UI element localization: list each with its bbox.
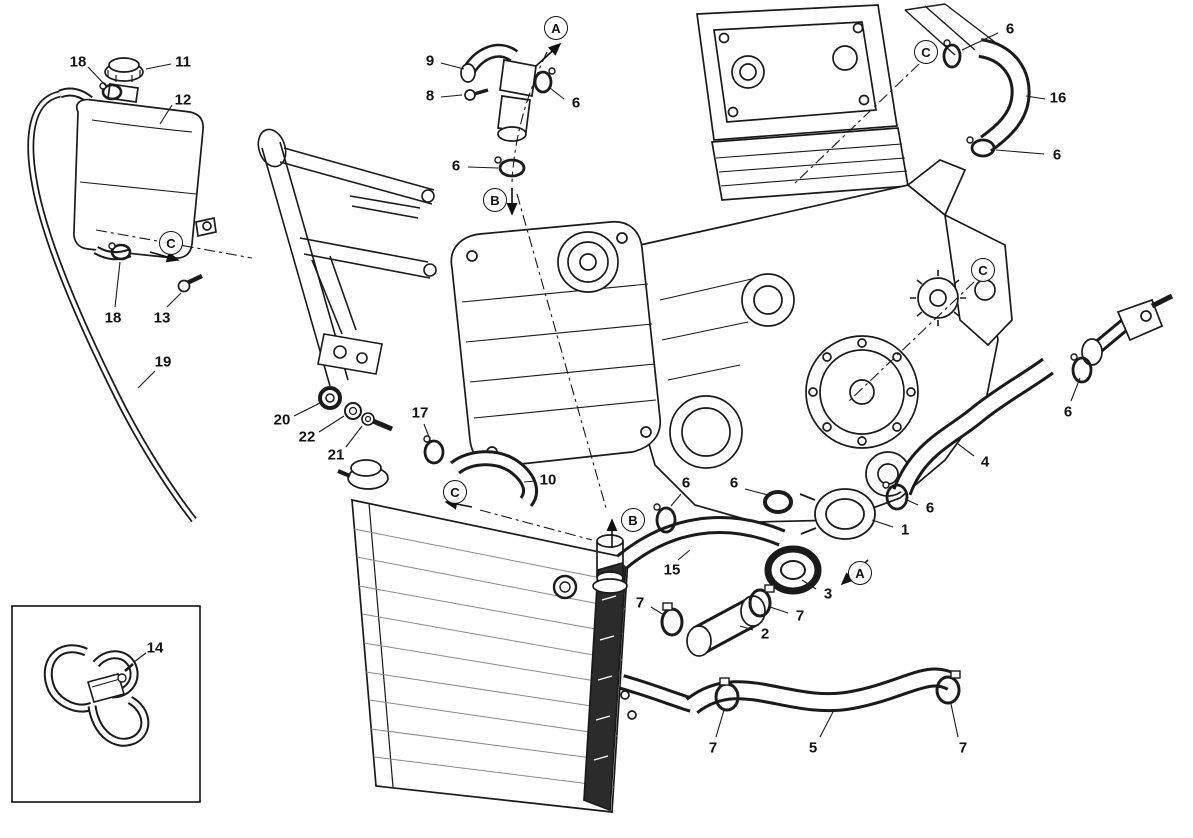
grommet-20 — [318, 386, 342, 410]
part-callout-6: 6 — [1052, 146, 1062, 164]
part-callout-15: 15 — [663, 561, 681, 579]
water-inlet-union-1 — [799, 488, 876, 540]
radiator-mount-grommet — [552, 574, 578, 600]
right-pipe-union — [1081, 293, 1174, 366]
part-callout-9: 9 — [425, 52, 435, 70]
part-callout-18: 18 — [104, 309, 122, 327]
hose-clamp-6-e — [882, 481, 909, 511]
expansion-tank-illustration — [58, 57, 217, 293]
clip-14 — [43, 644, 150, 747]
hose-16 — [942, 38, 1031, 158]
part-callout-14: 14 — [146, 639, 164, 657]
hose-4 — [882, 353, 1093, 511]
construction-lines — [95, 51, 975, 541]
part-callout-6: 6 — [1005, 20, 1015, 38]
letter-callout-B: B — [483, 188, 507, 212]
letter-callout-C: C — [443, 480, 467, 504]
screw-clamp-7-b — [748, 584, 775, 618]
letter-callout-B: B — [621, 508, 645, 532]
radiator-illustration — [337, 459, 695, 813]
part-callout-10: 10 — [539, 471, 557, 489]
screw-21 — [361, 412, 393, 432]
letter-callout-C: C — [971, 258, 995, 282]
part-callout-12: 12 — [174, 91, 192, 109]
hose-clamp-6-b — [494, 156, 526, 178]
part-callout-17: 17 — [411, 404, 429, 422]
part-callout-16: 16 — [1049, 89, 1067, 107]
part-callout-6: 6 — [1063, 403, 1073, 421]
thermostat-bottom — [592, 534, 628, 594]
hose-10 — [450, 450, 539, 507]
part-callout-20: 20 — [273, 411, 291, 429]
bolt-13 — [177, 273, 203, 293]
part-callout-2: 2 — [760, 625, 770, 643]
screw-clamp-7-d — [935, 670, 961, 705]
screw-clamp-7-a — [660, 602, 684, 637]
letter-callout-A: A — [544, 16, 568, 40]
frame-illustration — [257, 128, 437, 387]
radiator-filler-neck — [337, 459, 389, 490]
inset-box — [11, 605, 201, 803]
water-pump-sprocket — [910, 270, 966, 326]
hose-clamp-6-d — [966, 136, 996, 158]
direction-arrows — [149, 42, 869, 586]
part-callout-6: 6 — [681, 474, 691, 492]
letter-callout-A: A — [848, 561, 872, 585]
part-callout-7: 7 — [635, 594, 645, 612]
part-callout-4: 4 — [980, 453, 990, 471]
seal-6-h — [763, 490, 793, 514]
seal-ring-3 — [764, 545, 822, 595]
thermostat-top-assembly — [460, 43, 556, 178]
hose-clamp-6-c — [942, 39, 962, 69]
part-callout-6: 6 — [451, 157, 461, 175]
part-callout-18: 18 — [69, 53, 87, 71]
hose-15 — [616, 516, 786, 570]
part-callout-6: 6 — [925, 499, 935, 517]
part-callout-3: 3 — [823, 585, 833, 603]
part-callout-6: 6 — [729, 474, 739, 492]
bolt-8 — [464, 88, 489, 101]
part-callout-19: 19 — [154, 353, 172, 371]
hose-clamp-6-g — [653, 503, 677, 534]
overflow-hose-19 — [27, 90, 197, 523]
part-callout-1: 1 — [900, 521, 910, 539]
letter-callout-C: C — [914, 40, 938, 64]
hose-5 — [685, 667, 958, 715]
lower-circuit — [318, 386, 961, 715]
washer-22 — [344, 402, 362, 420]
part-callout-22: 22 — [298, 428, 316, 446]
part-callout-5: 5 — [808, 739, 818, 757]
part-callout-6: 6 — [571, 94, 581, 112]
part-callout-8: 8 — [425, 87, 435, 105]
engine-illustration — [450, 3, 1174, 523]
hose-clamp-17 — [423, 435, 445, 465]
screw-clamp-7-c — [714, 677, 740, 712]
part-callout-7: 7 — [795, 607, 805, 625]
hose-clamp-6-f — [1070, 353, 1093, 384]
part-callout-7: 7 — [708, 739, 718, 757]
part-callout-13: 13 — [153, 309, 171, 327]
part-callout-11: 11 — [175, 53, 191, 71]
part-callout-21: 21 — [327, 446, 345, 464]
letter-callout-C: C — [159, 231, 183, 255]
tank-cap-11 — [104, 57, 144, 82]
tube-2 — [686, 595, 766, 657]
hose-clamp-18-bottom — [108, 242, 132, 261]
leader-lines — [87, 32, 1081, 738]
part-callout-7: 7 — [958, 739, 968, 757]
hose-clamp-6-a — [533, 67, 556, 94]
